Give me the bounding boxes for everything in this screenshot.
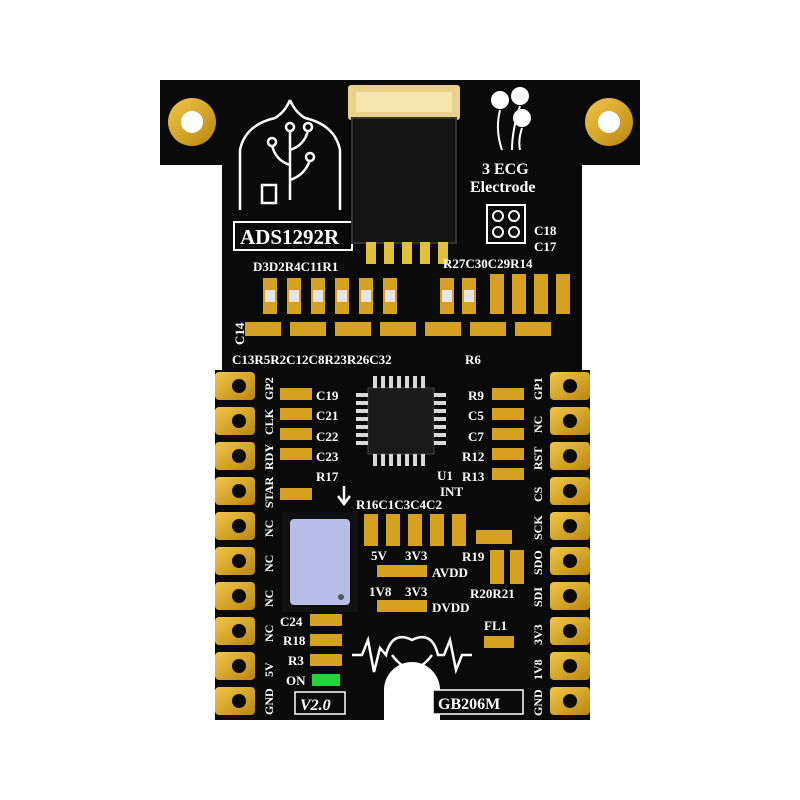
left-pin-header <box>215 372 255 715</box>
right-pin-label: SDO <box>531 550 545 575</box>
passive-components-bottom-left <box>310 614 342 666</box>
electrode-label-line2: Electrode <box>470 179 535 196</box>
right-pin-label: SCK <box>531 515 545 540</box>
label-r19: R19 <box>462 549 485 564</box>
human-torso-icon <box>238 99 342 210</box>
left-pin-label: STAR <box>262 477 276 508</box>
label-r9: R9 <box>468 388 484 403</box>
power-led <box>312 674 340 686</box>
version-box <box>294 691 346 715</box>
electrode-connector[interactable] <box>348 85 460 264</box>
label-c24: C24 <box>280 614 303 629</box>
version-label: V2.0 <box>300 697 331 714</box>
mounting-hole-bottom <box>392 672 432 712</box>
label-c19: C19 <box>316 388 339 403</box>
label-fl1: FL1 <box>484 618 507 633</box>
passive-components-lower <box>364 514 512 546</box>
label-3v3-b: 3V3 <box>405 584 428 599</box>
right-pin-labels: GP1 NC RST CS SCK SDO SDI 3V3 1V8 GND <box>531 377 545 716</box>
right-pin-label: RST <box>531 447 545 470</box>
label-c18: C18 <box>534 223 557 238</box>
clock-oscillator-module <box>282 512 358 612</box>
label-c14: C14 <box>232 322 247 345</box>
right-pin-label: NC <box>531 416 545 433</box>
left-pin-label: NC <box>262 555 276 572</box>
right-pin-label: SDI <box>531 587 545 607</box>
label-5v: 5V <box>371 548 388 563</box>
label-u1: U1 <box>437 468 453 483</box>
arrow-down-icon <box>337 486 351 507</box>
jumper-avdd <box>377 565 427 577</box>
label-c5: C5 <box>468 408 484 423</box>
chip-diagram-icon <box>486 204 526 244</box>
left-pin-label: RDY <box>262 444 276 470</box>
passive-components-right <box>492 388 524 480</box>
label-lower-row: R16C1C3C4C2 <box>356 497 442 512</box>
label-c7: C7 <box>468 429 484 444</box>
label-r17: R17 <box>316 469 339 484</box>
label-avdd: AVDD <box>432 565 468 580</box>
main-ic-u1 <box>356 376 446 466</box>
left-pin-label: 5V <box>262 662 276 677</box>
right-pin-label: CS <box>531 486 545 502</box>
label-r12: R12 <box>462 449 484 464</box>
label-c22: C22 <box>316 429 338 444</box>
passive-components-left <box>280 388 312 500</box>
label-r18: R18 <box>283 633 306 648</box>
electrode-icon <box>491 87 531 151</box>
label-r13: R13 <box>462 469 485 484</box>
label-c23: C23 <box>316 449 339 464</box>
mounting-hole-left <box>168 98 216 146</box>
label-top-left-row: D3D2R4C11R1 <box>253 259 338 274</box>
component-bodies-top <box>265 290 474 302</box>
label-dvdd: DVDD <box>432 600 470 615</box>
mounting-hole-right <box>585 98 633 146</box>
heart-ecg-icon <box>352 635 472 675</box>
left-pin-label: NC <box>262 625 276 642</box>
right-pin-header <box>550 372 590 715</box>
label-top-right-row: R27C30C29R14 <box>443 256 533 271</box>
fuse-fl1 <box>484 636 514 648</box>
jumper-dvdd <box>377 600 427 612</box>
label-r6: R6 <box>465 352 481 367</box>
label-int: INT <box>440 484 463 499</box>
model-label: GB206M <box>438 696 500 713</box>
label-c17: C17 <box>534 239 557 254</box>
label-r3: R3 <box>288 653 304 668</box>
electrode-label-line1: 3 ECG <box>482 161 529 178</box>
chip-name-label: ADS1292R <box>240 225 340 249</box>
label-r20r21: R20R21 <box>470 586 515 601</box>
model-box <box>432 689 524 715</box>
right-pin-label: GP1 <box>531 377 545 400</box>
label-mid-left-row: C13R5R2C12C8R23R26C32 <box>232 352 392 367</box>
left-pin-label: NC <box>262 520 276 537</box>
label-3v3-a: 3V3 <box>405 548 428 563</box>
right-pin-label: 1V8 <box>531 659 545 680</box>
left-pin-label: NC <box>262 590 276 607</box>
label-c21: C21 <box>316 408 338 423</box>
label-1v8: 1V8 <box>369 584 392 599</box>
left-pin-label: GND <box>262 688 276 715</box>
right-pin-label: 3V3 <box>531 624 545 645</box>
right-pin-label: GND <box>531 689 545 716</box>
chip-name-box <box>233 221 353 251</box>
left-pin-label: GP2 <box>262 377 276 400</box>
left-pin-label: CLK <box>262 408 276 435</box>
label-on: ON <box>286 673 306 688</box>
left-pin-labels: GP2 CLK RDY STAR NC NC NC NC 5V GND <box>262 377 276 715</box>
passive-components-r20-r21 <box>490 550 524 584</box>
